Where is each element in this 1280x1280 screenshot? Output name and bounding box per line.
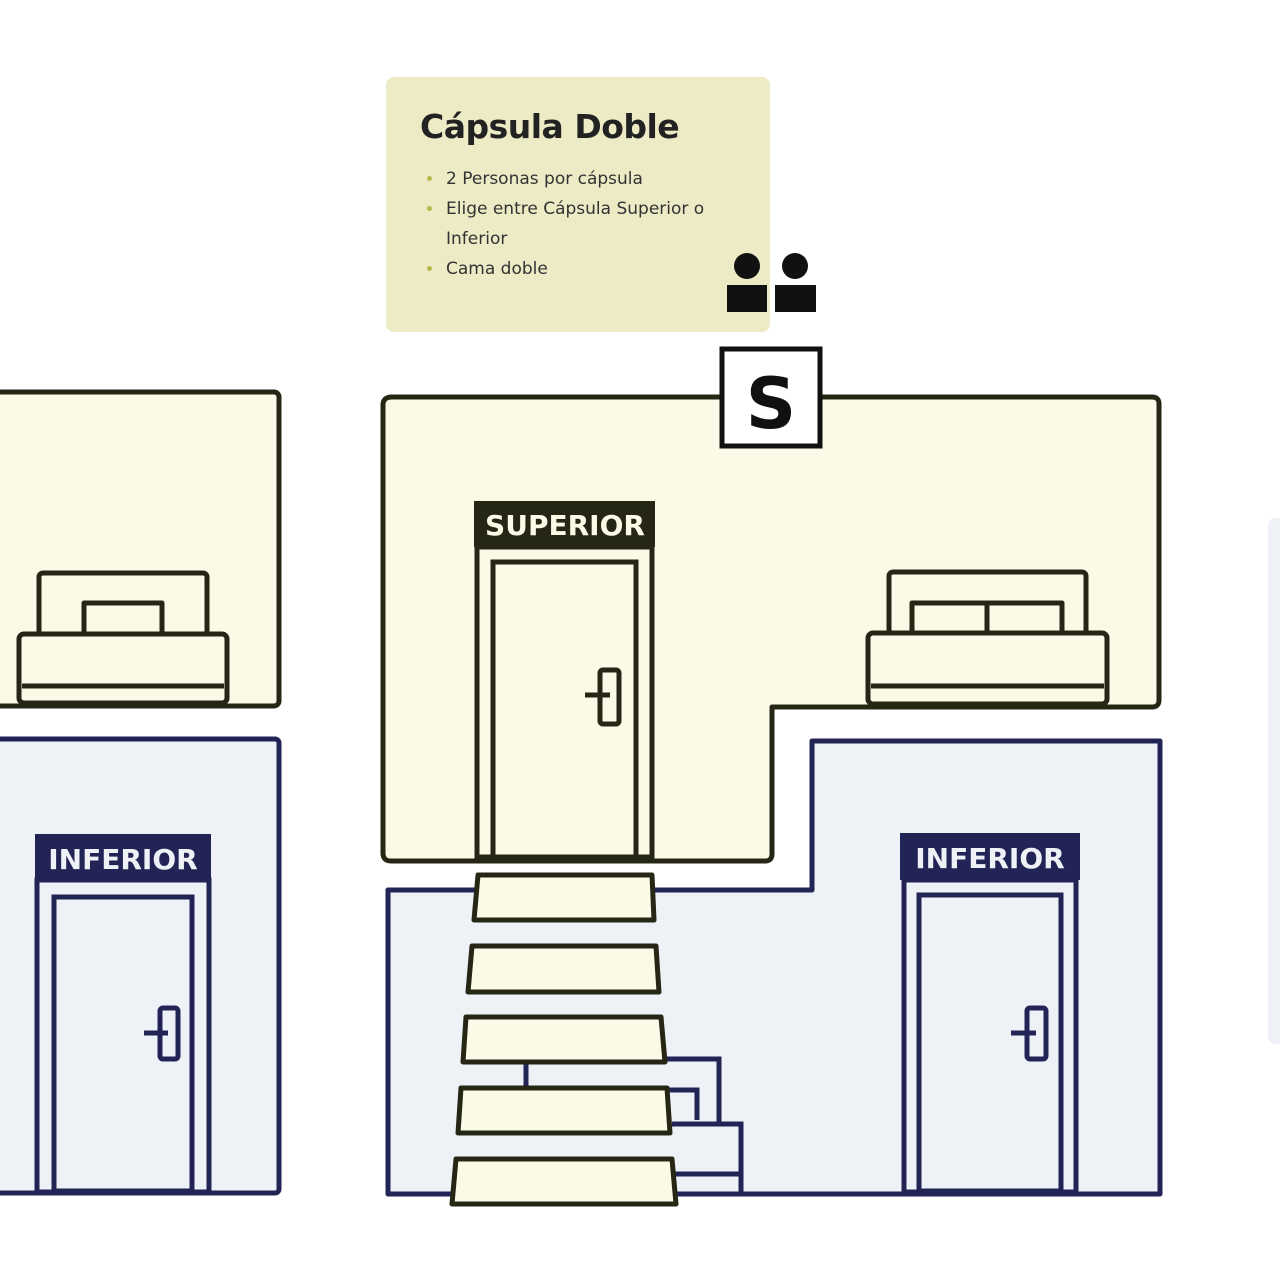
feature-item: 2 Personas por cápsula: [420, 164, 736, 194]
center-capsule-upper: [380, 346, 1162, 864]
door-handle-icon: [1011, 1005, 1049, 1062]
inferior-label-right: INFERIOR: [915, 842, 1064, 875]
card-title: Cápsula Doble: [420, 107, 680, 146]
door-superior: [474, 501, 655, 860]
double-bed-icon: [865, 569, 1110, 707]
stair-step: [460, 1014, 668, 1065]
inferior-label-left: INFERIOR: [48, 843, 197, 876]
right-edge-panel: [1268, 518, 1280, 1044]
stairs: [449, 872, 679, 1207]
left-capsule-lower: [0, 736, 282, 1196]
superior-badge: [719, 346, 823, 449]
stair-step: [449, 1156, 679, 1207]
center-capsule-lower: [385, 738, 1163, 1197]
stair-rail: [523, 1056, 744, 1192]
badge-letter: S: [746, 363, 796, 445]
bed-icon-left: [16, 570, 230, 706]
feature-list: 2 Personas por cápsula Elige entre Cápsu…: [420, 164, 750, 284]
feature-item: Elige entre Cápsula Superior o Inferior: [420, 194, 736, 254]
info-card: Cápsula Doble 2 Personas por cápsula Eli…: [386, 77, 770, 332]
door-left: [34, 834, 212, 1195]
stair-step: [455, 1085, 673, 1136]
stair-step: [465, 943, 662, 995]
door-handle-icon: [144, 1005, 181, 1062]
door-handle-icon: [585, 667, 622, 727]
left-capsule-upper: [0, 389, 282, 709]
superior-label: SUPERIOR: [485, 509, 645, 542]
stair-step: [471, 872, 657, 923]
door-right: [900, 833, 1080, 1195]
feature-item: Cama doble: [420, 254, 736, 284]
